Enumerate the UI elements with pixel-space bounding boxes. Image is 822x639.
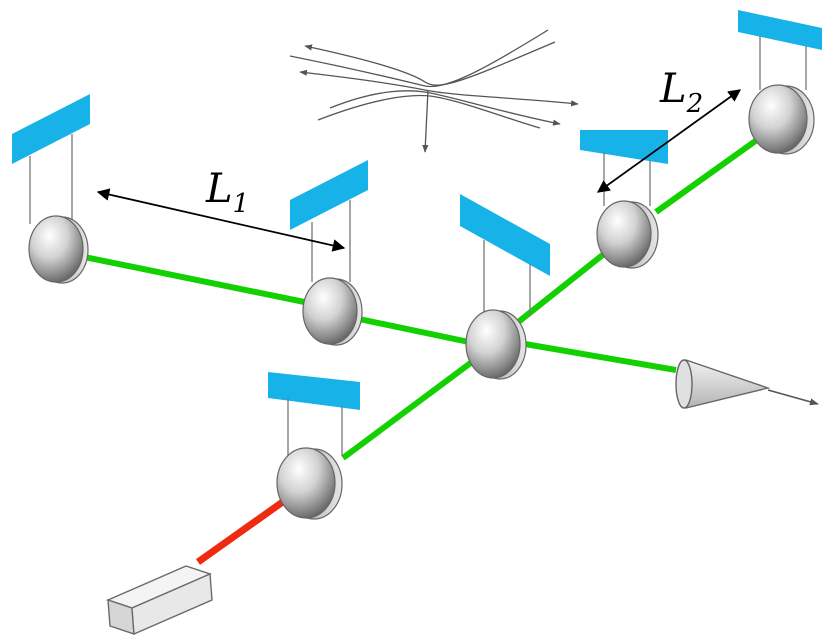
output-beam [524,341,677,373]
beam-to-splitter [341,347,490,461]
l2-arrow [596,89,742,193]
l1-arrow [96,188,346,252]
suspension-mass [268,372,360,410]
beam-splitter [460,194,550,380]
arm-length-label-l2: L2 [659,66,703,119]
arm-length-label-l1: L1 [205,166,249,219]
end-mirror-arm2 [738,10,822,155]
suspension-mass [12,94,90,164]
suspension-mass [580,130,668,164]
laser-beams [59,119,784,565]
input-mirror-arm1 [290,160,368,346]
gravitational-wave-icon [289,29,579,153]
power-recycling-mirror [268,372,360,520]
arm1-beam-inner [339,312,489,349]
end-mirror-arm1 [12,94,90,284]
arm1-beam-outer [59,249,325,309]
suspension-mass [738,10,822,50]
photodetector [675,359,819,409]
suspension-mass [460,194,550,276]
detector-output-arrow [767,389,819,406]
suspension-mass [290,160,368,230]
laser-source [106,565,213,636]
